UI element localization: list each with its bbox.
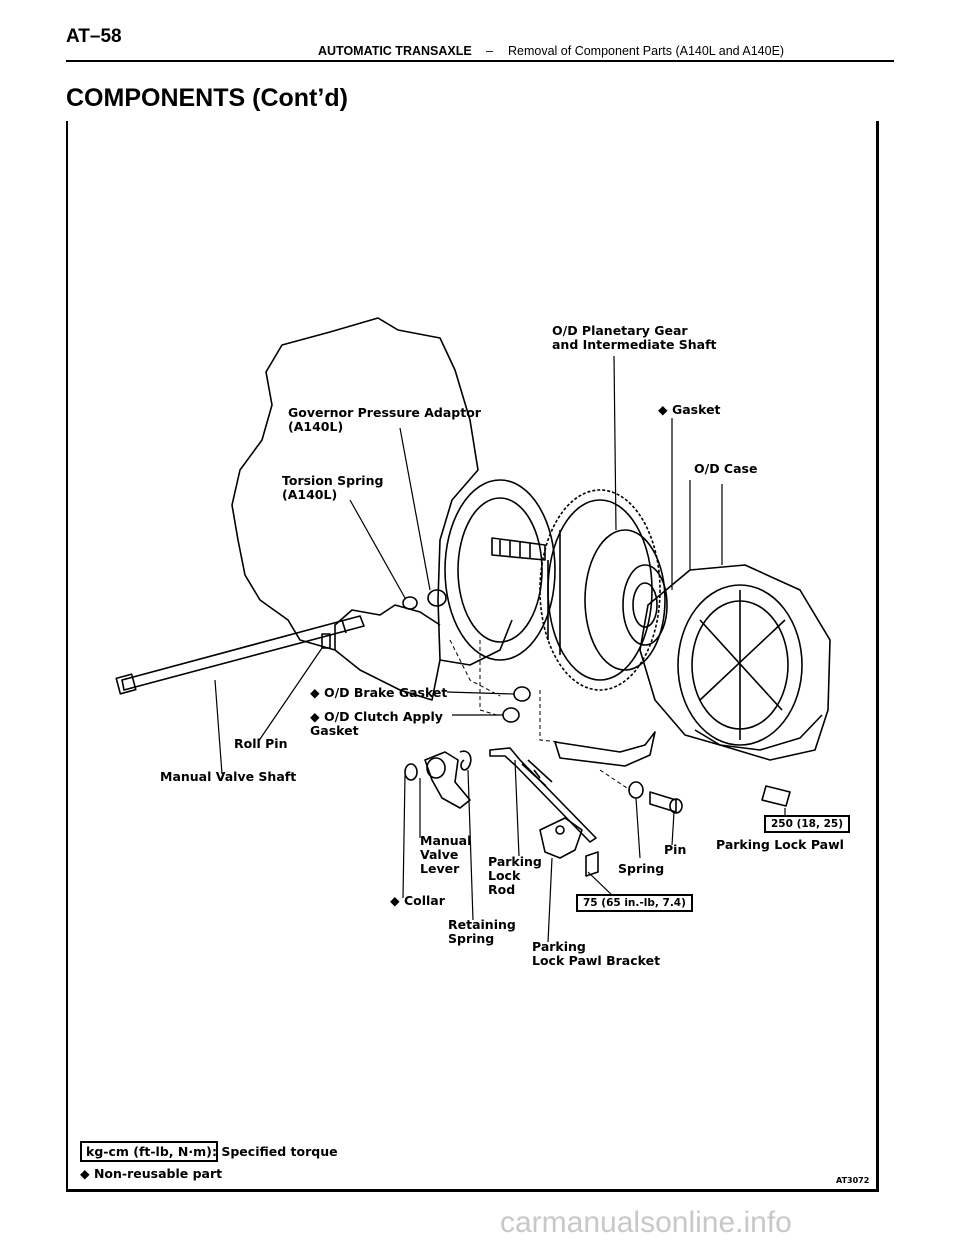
label-parking-lock-rod: Parking Lock Rod	[488, 854, 542, 897]
label-gasket: ◆ Gasket	[658, 402, 721, 417]
label-manual-valve-lever: Manual Valve Lever	[420, 833, 472, 876]
section-title: AUTOMATIC TRANSAXLE	[318, 44, 472, 58]
label-retaining-spring: Retaining Spring	[448, 917, 516, 946]
label-od-case: O/D Case	[694, 461, 758, 476]
planetary-gear	[539, 489, 661, 691]
transaxle-housing	[231, 317, 479, 701]
intermediate-shaft	[491, 537, 546, 561]
roll-pin	[321, 633, 331, 649]
legend-nonreusable: ◆ Non-reusable part	[80, 1166, 223, 1181]
header-rule	[66, 60, 894, 62]
retaining-spring-part	[459, 750, 472, 771]
governor-adaptor-part	[427, 589, 447, 607]
label-od-planetary: O/D Planetary Gear and Intermediate Shaf…	[552, 323, 717, 352]
label-roll-pin: Roll Pin	[234, 736, 288, 751]
torsion-spring-part	[402, 596, 418, 610]
watermark: carmanualsonline.info	[500, 1206, 792, 1239]
label-manual-valve-shaft: Manual Valve Shaft	[160, 769, 297, 784]
brake-gasket-part	[513, 686, 531, 702]
pawl-bracket-part	[539, 817, 583, 859]
label-governor-adaptor: Governor Pressure Adaptor (A140L)	[288, 405, 481, 434]
figure-code: AT3072	[836, 1176, 870, 1185]
housing-face	[444, 479, 556, 661]
label-collar: ◆ Collar	[390, 893, 445, 908]
label-od-clutch-gasket: ◆ O/D Clutch Apply Gasket	[310, 709, 443, 738]
spring-part	[628, 781, 644, 799]
torque-case-bolt: 250 (18, 25)	[764, 815, 851, 833]
page-title: COMPONENTS (Cont’d)	[66, 84, 348, 112]
legend-torque-text: : Specified torque	[212, 1144, 338, 1159]
collar-part	[404, 763, 418, 781]
case-bolt-part	[761, 785, 791, 807]
subsection-title: Removal of Component Parts (A140L and A1…	[508, 44, 785, 58]
label-parking-lock-pawl-bracket: Parking Lock Pawl Bracket	[532, 939, 661, 968]
label-parking-lock-pawl: Parking Lock Pawl	[716, 837, 844, 852]
torque-bracket-bolt: 75 (65 in.-lb, 7.4)	[576, 894, 693, 912]
bracket-bolt-part	[585, 851, 599, 877]
label-pin: Pin	[664, 842, 687, 857]
label-torsion-spring: Torsion Spring (A140L)	[282, 473, 384, 502]
figure-frame	[66, 121, 879, 1192]
legend-torque-box: kg-cm (ft-lb, N·m)	[80, 1141, 218, 1162]
label-spring: Spring	[618, 861, 665, 876]
clutch-gasket-part	[502, 707, 520, 723]
section-separator: –	[486, 44, 493, 58]
parking-lock-rod-part	[489, 747, 597, 843]
pin-part	[649, 791, 677, 813]
page-number: AT–58	[66, 26, 122, 47]
parking-lock-pawl-part	[554, 731, 656, 767]
label-od-brake-gasket: ◆ O/D Brake Gasket	[310, 685, 448, 700]
manual-valve-lever-part	[424, 751, 471, 809]
manual-valve-shaft	[121, 615, 365, 691]
od-case	[639, 564, 831, 761]
